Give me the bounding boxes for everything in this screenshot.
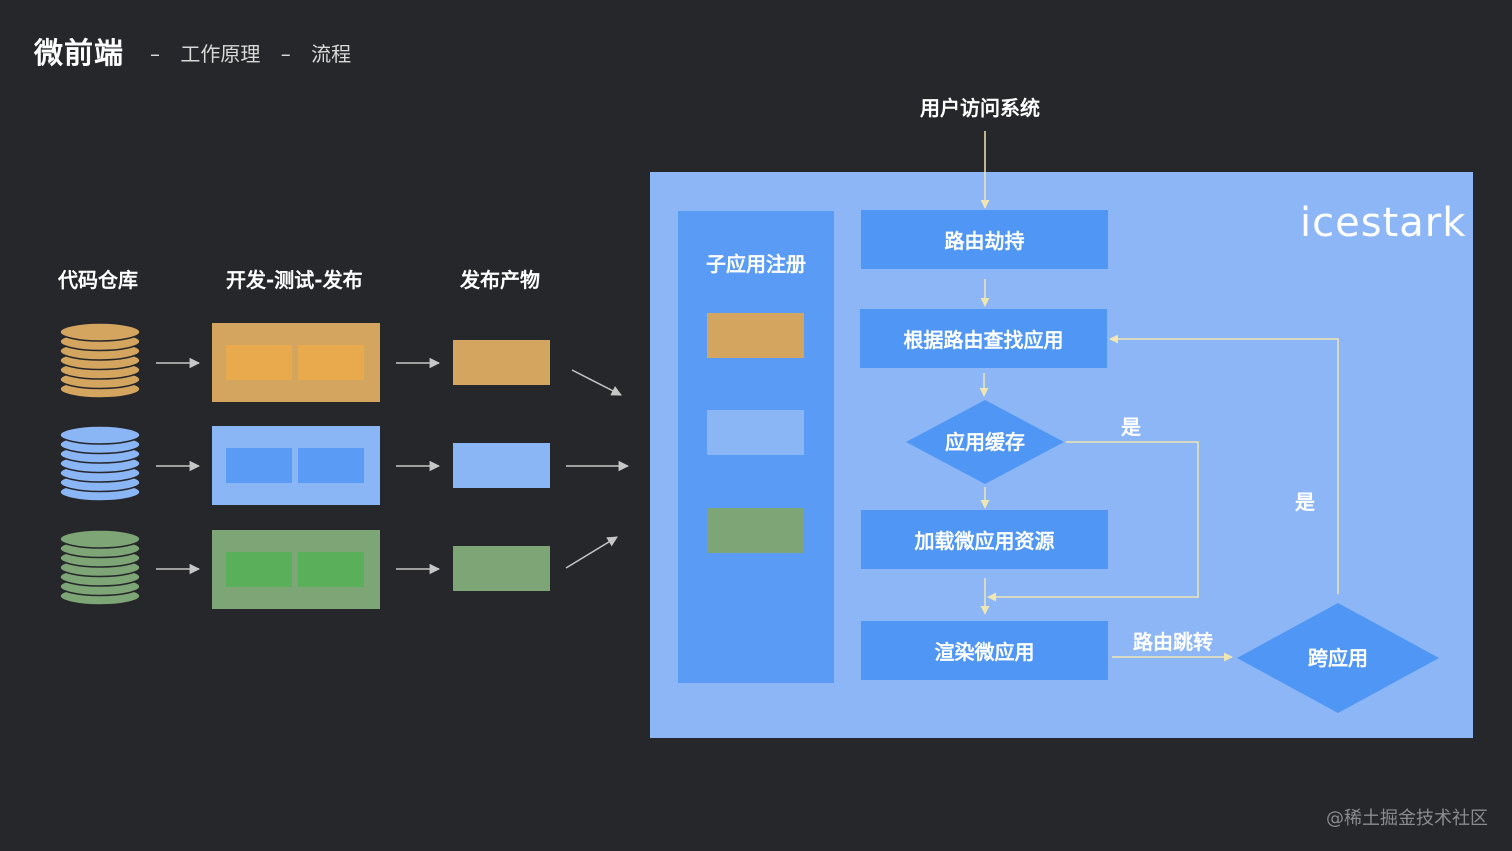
dev-box-green [212, 530, 380, 609]
registered-app-blue [707, 410, 804, 455]
database-icon-blue [59, 425, 141, 502]
dev-module-green-1 [226, 552, 292, 587]
breadcrumb-section: 工作原理 [180, 42, 261, 66]
entry-label: 用户访问系统 [920, 96, 1040, 120]
route-jump-label: 路由跳转 [1133, 630, 1213, 654]
database-icon-green [59, 529, 141, 606]
dev-module-blue-2 [298, 448, 364, 483]
register-label: 子应用注册 [706, 252, 806, 276]
page-title: 微前端 [34, 36, 125, 70]
decision-cross-app [1237, 603, 1439, 713]
decision-app-cache [906, 400, 1064, 484]
database-icon-orange [59, 322, 141, 399]
decision-cross-app-label: 跨应用 [1308, 646, 1368, 670]
breadcrumb-topic: 流程 [311, 42, 352, 66]
column-header-artifact: 发布产物 [460, 268, 540, 292]
watermark: @稀土掘金技术社区 [1326, 808, 1488, 829]
yes-cross-label: 是 [1295, 490, 1315, 514]
breadcrumb-separator: – [150, 42, 160, 66]
database-disk [59, 425, 141, 445]
artifact-blue [453, 443, 550, 488]
arrow-artifact-panel-3 [565, 536, 618, 569]
dev-box-blue [212, 426, 380, 505]
dev-module-blue-1 [226, 448, 292, 483]
yes-cache-label: 是 [1121, 415, 1141, 439]
dev-module-orange-1 [226, 345, 292, 380]
artifact-green [453, 546, 550, 591]
registered-app-orange [707, 313, 804, 358]
breadcrumb: – 工作原理 – 流程 [150, 38, 365, 67]
decision-app-cache-label: 应用缓存 [945, 430, 1025, 454]
column-header-repo: 代码仓库 [58, 268, 138, 292]
step-route-hijack: 路由劫持 [861, 210, 1108, 269]
dev-module-green-2 [298, 552, 364, 587]
dev-box-orange [212, 323, 380, 402]
arrow-cache-hit [987, 441, 1199, 602]
artifact-orange [453, 340, 550, 385]
brand-label: icestark [1300, 200, 1467, 246]
dev-module-orange-2 [298, 345, 364, 380]
database-disk [59, 322, 141, 342]
step-load-resources: 加载微应用资源 [861, 510, 1108, 569]
column-header-dev: 开发-测试-发布 [226, 268, 363, 292]
arrow-cross-app-back [1109, 334, 1339, 594]
step-find-app: 根据路由查找应用 [860, 309, 1107, 368]
breadcrumb-separator: – [280, 42, 291, 66]
arrow-artifact-panel-1 [571, 369, 622, 396]
registered-app-green [707, 508, 804, 553]
database-disk [59, 529, 141, 549]
step-render: 渲染微应用 [861, 621, 1108, 680]
